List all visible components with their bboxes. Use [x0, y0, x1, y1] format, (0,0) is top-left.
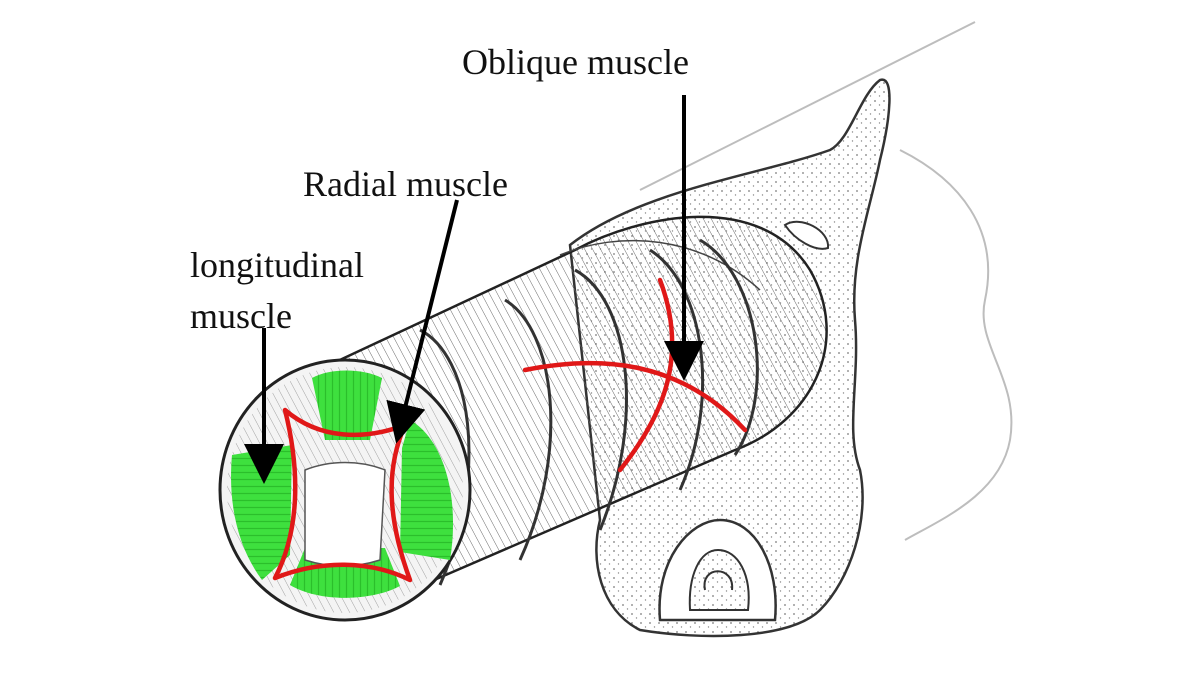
radial-arrow: [386, 199, 459, 444]
longitudinal-block-right: [400, 420, 454, 560]
oblique-muscle-lines: [522, 277, 748, 473]
radial-muscle-label: Radial muscle: [303, 164, 508, 204]
pointer-arrows: [244, 95, 704, 484]
radial-muscle-outline: [272, 407, 413, 583]
background-body-outline: [639, 21, 1013, 541]
oblique-muscle-label: Oblique muscle: [462, 42, 689, 82]
longitudinal-block-top: [312, 370, 382, 440]
cross-section: [218, 358, 472, 622]
longitudinal-muscle-label-line1: longitudinal: [190, 245, 364, 285]
longitudinal-muscle-label-line2: muscle: [190, 296, 292, 336]
